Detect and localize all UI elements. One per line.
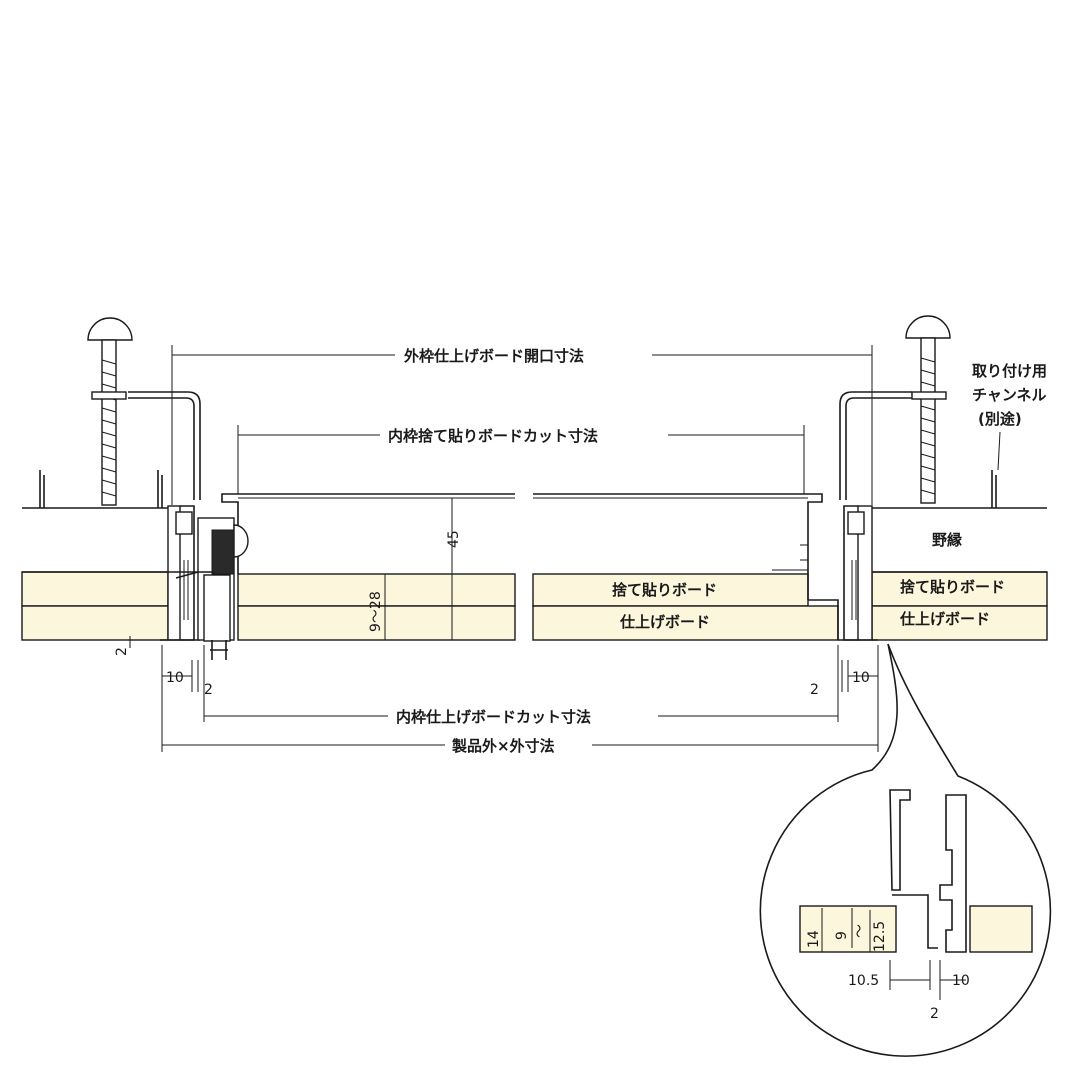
left-lower-board (21, 605, 169, 641)
inner-finish-cut-label: 内枠仕上げボードカット寸法 (396, 708, 591, 726)
inner-sacrificial-cut-label: 内枠捨て貼りボードカット寸法 (388, 427, 598, 445)
dim-10-right: 10 (852, 670, 870, 686)
dim-9-28: 9～28 (368, 591, 384, 632)
channel-label-line2: チャンネル (972, 386, 1047, 404)
left-bolt-head-icon (87, 317, 133, 341)
right-bolt-head-icon (905, 315, 951, 339)
dim-2-left-gap: 2 (114, 647, 130, 656)
dim-10-left: 10 (166, 670, 184, 686)
board-layers (21, 571, 1048, 641)
right-edge-profile (838, 505, 878, 641)
detail-right-board (969, 905, 1033, 953)
inner-left-lower-board (237, 605, 516, 641)
dimension-lines (129, 345, 879, 752)
left-hanger-bolt (87, 317, 201, 506)
detail-dim-12-5: 12.5 (872, 921, 888, 952)
dim-2-left-bottom: 2 (204, 682, 213, 698)
detail-bubble (759, 643, 1052, 1057)
left-upper-board (21, 571, 169, 607)
sacrificial-board-right-label: 捨て貼りボード (900, 578, 1005, 596)
detail-dim-14: 14 (806, 930, 822, 948)
dim-2-right-bottom: 2 (810, 682, 819, 698)
left-edge-profile (160, 505, 249, 660)
finish-board-right-label: 仕上げボード (899, 610, 990, 628)
finish-board-center-label: 仕上げボード (619, 613, 710, 631)
product-outer-size-label: 製品外×外寸法 (451, 737, 555, 755)
nobuchi-label: 野縁 (932, 531, 962, 549)
outer-frame-opening-label: 外枠仕上げボード開口寸法 (403, 347, 584, 365)
channel-leader (997, 431, 1001, 471)
detail-dim-10: 10 (952, 973, 970, 989)
detail-dim-9: 9 (834, 931, 850, 940)
detail-dim-tilde: ～ (852, 924, 868, 938)
channel-label-line3: (別途) (978, 410, 1022, 428)
channel-label-line1: 取り付け用 (972, 362, 1047, 380)
dim-45: 45 (446, 530, 462, 548)
sacrificial-board-center-label: 捨て貼りボード (612, 581, 717, 599)
joist-lines (22, 470, 1047, 573)
detail-dim-2: 2 (930, 1006, 939, 1022)
detail-dim-10-5: 10.5 (848, 973, 879, 989)
inner-right-lower-board (532, 605, 839, 641)
detail-left-board (799, 905, 897, 953)
right-hanger-bolt (839, 315, 951, 504)
text-labels: 外枠仕上げボード開口寸法 内枠捨て貼りボードカット寸法 内枠仕上げボードカット寸… (114, 347, 1047, 1022)
